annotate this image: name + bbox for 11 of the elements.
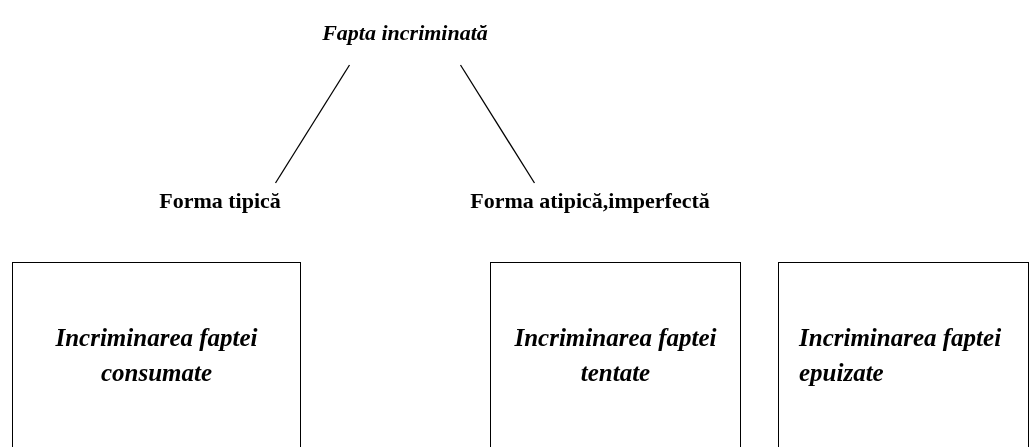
text-box xyxy=(778,262,1029,447)
branch-label: Forma atipică,imperfectă xyxy=(470,186,710,215)
box-text: Incriminarea faptei tentate xyxy=(513,323,718,388)
connector-line xyxy=(274,64,351,184)
box-text: Incriminarea faptei epuizate xyxy=(799,323,1003,388)
connector-line xyxy=(459,64,536,184)
text-box xyxy=(490,262,741,447)
branch-label: Forma tipică xyxy=(159,186,281,215)
text-box xyxy=(12,262,301,447)
box-text: Incriminarea faptei consumate xyxy=(54,323,259,388)
heading-text: Fapta incriminată xyxy=(322,19,488,47)
